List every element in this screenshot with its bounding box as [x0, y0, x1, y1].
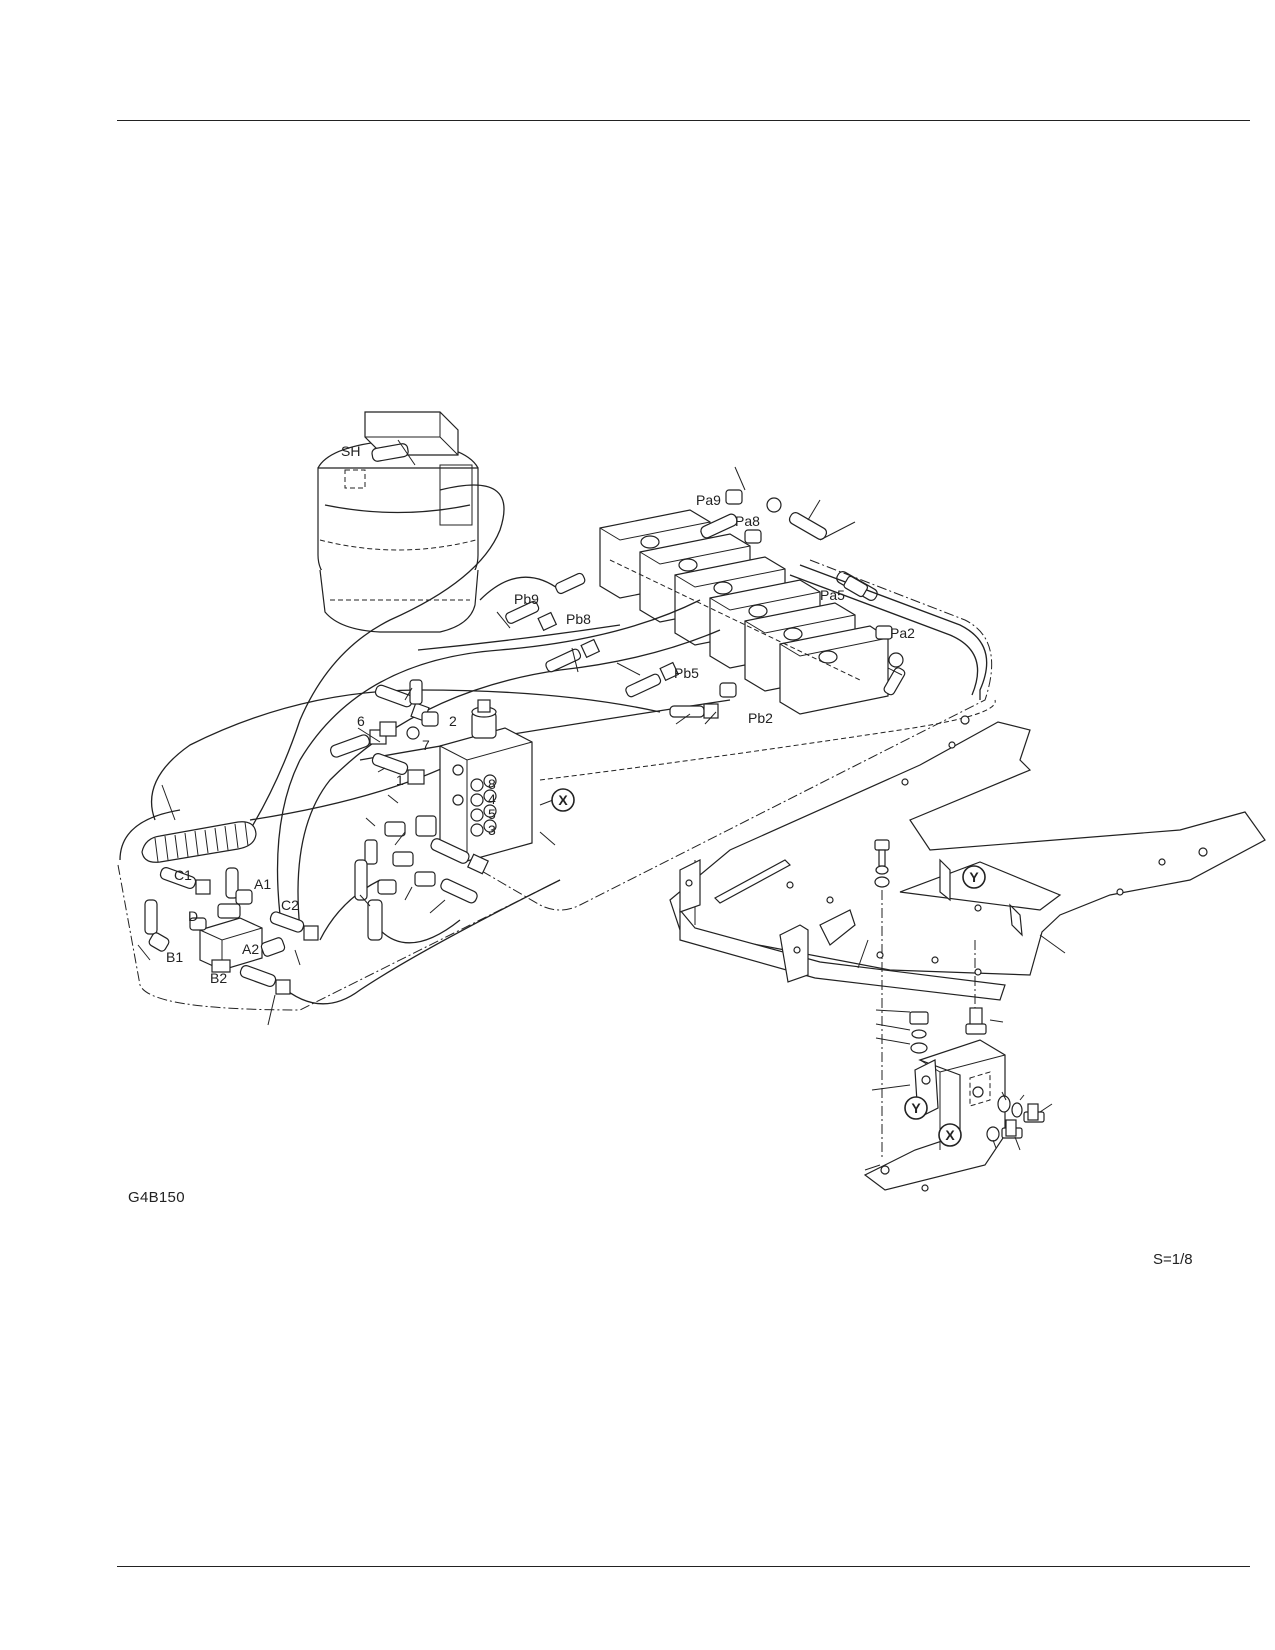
- mounting-bracket: [863, 1011, 1045, 1192]
- label-port-6: 6: [357, 713, 365, 729]
- detail-marker-y-plate: Y: [962, 865, 986, 889]
- label-pb9: Pb9: [514, 591, 539, 607]
- label-b1: B1: [166, 949, 183, 965]
- label-pa2: Pa2: [890, 625, 915, 641]
- label-b2: B2: [210, 970, 227, 986]
- label-port-4: 4: [488, 791, 496, 807]
- coil-hose: [141, 821, 257, 863]
- detail-x-label: X: [945, 1127, 955, 1143]
- label-port-5: 5: [488, 806, 496, 822]
- travel-valve: [144, 867, 319, 995]
- label-pa5: Pa5: [820, 587, 845, 603]
- swing-motor: [317, 411, 479, 633]
- label-port-2: 2: [449, 713, 457, 729]
- callout-labels: SH Pa9 Pa8 Pa5 Pa2 Pb9 Pb8 Pb5 Pb2 1 2 3…: [166, 443, 915, 986]
- detail-y-label: Y: [911, 1100, 921, 1116]
- floor-plate: [669, 715, 1266, 1001]
- manifold-block: [439, 699, 533, 862]
- label-pb8: Pb8: [566, 611, 591, 627]
- detail-marker-x-bracket: X: [938, 1123, 962, 1147]
- pilot-fittings: [505, 489, 906, 719]
- label-port-3: 3: [488, 822, 496, 838]
- plate-hardware: [874, 839, 987, 1160]
- figure-id: G4B150: [128, 1189, 185, 1206]
- label-sh: SH: [341, 443, 360, 459]
- detail-marker-y-bracket: Y: [904, 1096, 928, 1120]
- label-a2: A2: [242, 941, 259, 957]
- label-port-1: 1: [396, 772, 404, 788]
- detail-x-label: X: [558, 792, 568, 808]
- label-pb2: Pb2: [748, 710, 773, 726]
- label-c2: C2: [281, 897, 299, 913]
- label-pb5: Pb5: [674, 665, 699, 681]
- label-d: D: [188, 908, 198, 924]
- detail-y-label: Y: [969, 869, 979, 885]
- label-c1: C1: [174, 867, 192, 883]
- label-pa8: Pa8: [735, 513, 760, 529]
- label-port-7: 7: [422, 737, 430, 753]
- scale-note: S=1/8: [1153, 1251, 1193, 1268]
- label-pa9: Pa9: [696, 492, 721, 508]
- detail-marker-x-main: X: [551, 788, 575, 812]
- label-a1: A1: [254, 876, 271, 892]
- manifold-fittings: [329, 679, 490, 941]
- leader-lines: [137, 439, 1066, 1171]
- header-rule: [117, 120, 1250, 121]
- footer-rule: [117, 1566, 1250, 1567]
- control-valve: [599, 509, 889, 715]
- label-port-8: 8: [488, 776, 496, 792]
